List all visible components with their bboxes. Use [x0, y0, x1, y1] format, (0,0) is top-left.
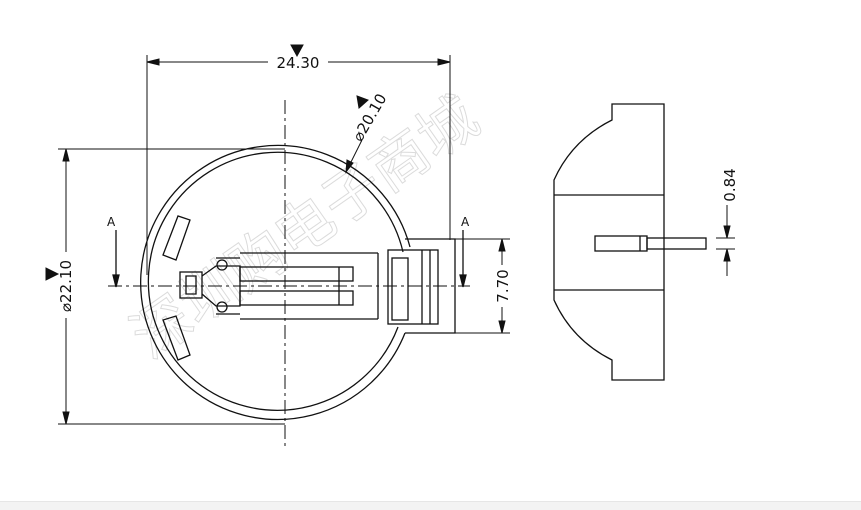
center-lines [108, 100, 470, 448]
right-terminal-box [387, 249, 439, 325]
watermark: 深圳购电子商城 [119, 82, 492, 372]
watermark-text: 深圳购电子商城 [119, 83, 491, 372]
side-view-outline [553, 103, 665, 381]
datum-triangle-left [45, 267, 60, 281]
section-marker-left: A [107, 215, 116, 229]
pin-lead [646, 237, 707, 250]
dimension-pin-thickness [716, 205, 735, 276]
right-terminal-inner [391, 257, 409, 321]
inner-coin-outline [147, 151, 404, 411]
width-dimension-label: 24.30 [277, 54, 320, 72]
dimension-width [146, 44, 451, 275]
dimension-tab-height [455, 238, 510, 334]
bottom-strip [0, 501, 861, 510]
height-dimension-label: ⌀22.10 [57, 260, 75, 312]
datum-triangle-diameter [356, 95, 369, 109]
tab-height-dimension-label: 7.70 [494, 269, 512, 302]
section-marker-right: A [461, 215, 470, 229]
side-view [553, 103, 707, 381]
datum-triangle-top [290, 44, 304, 58]
right-tab-outline [405, 238, 456, 334]
pin-body [594, 235, 648, 252]
left-tab-lower [162, 315, 191, 361]
dimension-diameter [345, 95, 369, 174]
dimension-height [45, 148, 285, 425]
left-tab-upper [162, 215, 191, 261]
pin-thickness-dimension-label: 0.84 [721, 168, 739, 201]
center-contact [179, 271, 203, 299]
section-markers [112, 230, 467, 288]
outer-body-outline [140, 144, 411, 421]
